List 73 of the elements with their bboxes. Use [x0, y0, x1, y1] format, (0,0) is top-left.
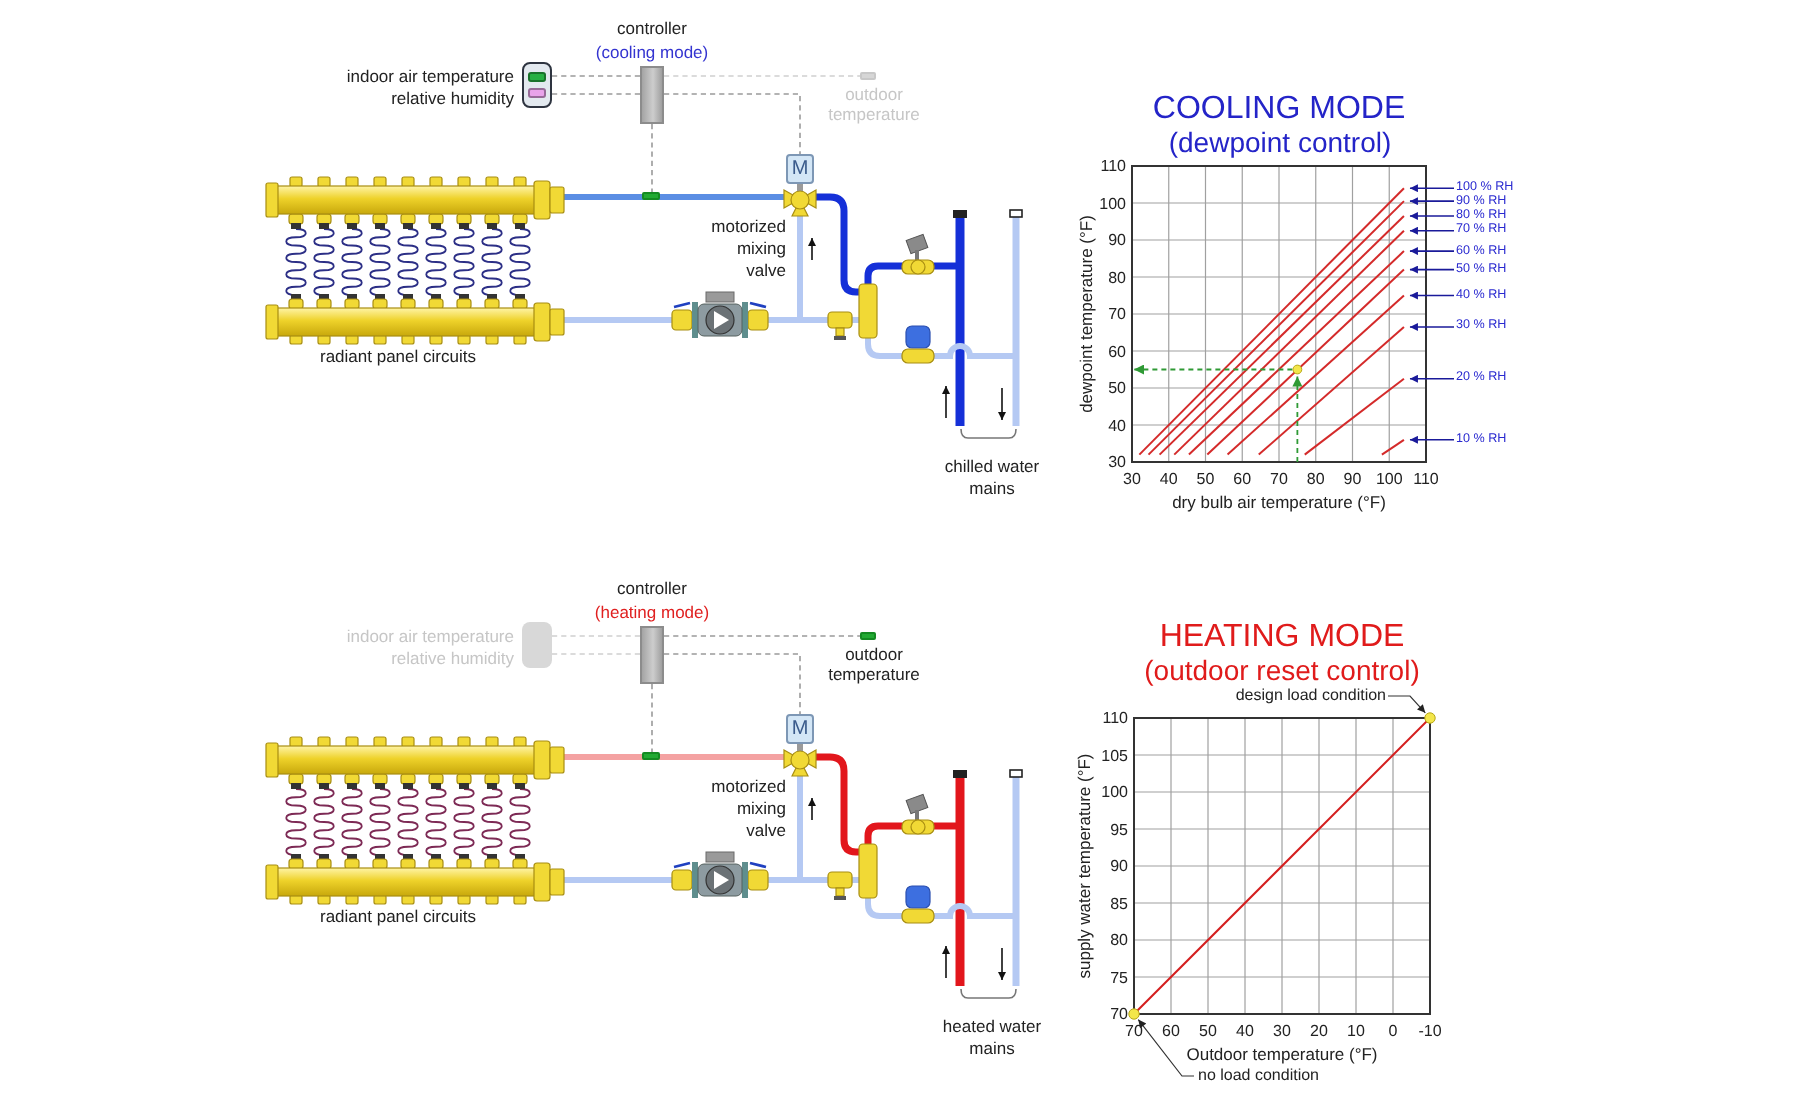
axis-title: dewpoint temperature (°F)	[1076, 215, 1096, 413]
tick-label: 75	[1110, 968, 1128, 986]
mode-label: (cooling mode)	[595, 41, 709, 63]
sensor-label: outdoor temperature	[826, 643, 922, 685]
chart-title: HEATING MODE	[1159, 620, 1405, 656]
tick-label: 100	[1375, 470, 1403, 488]
tick-label: 30	[1123, 470, 1141, 488]
chart-title: COOLING MODE	[1152, 92, 1406, 128]
tick-label: 0	[1388, 1022, 1398, 1040]
chart-subtitle: (dewpoint control)	[1168, 126, 1392, 158]
tick-label: 20	[1310, 1022, 1328, 1040]
mode-label: (heating mode)	[594, 601, 710, 623]
tick-label: 40	[1236, 1022, 1254, 1040]
tick-label: 30	[1273, 1022, 1291, 1040]
signal-wire	[663, 93, 801, 155]
signal-wire	[651, 683, 653, 753]
tick-label: 70	[1270, 470, 1288, 488]
tick-label: 50	[1196, 470, 1215, 488]
caption-label: chilled water mains	[942, 456, 1042, 500]
signal-wire	[551, 75, 641, 77]
component-label: controller	[617, 18, 687, 40]
tick-label: 110	[1102, 709, 1128, 727]
tick-label: 90	[1110, 857, 1128, 875]
tick-label: 95	[1110, 820, 1128, 838]
sensor-label: relative humidity	[391, 647, 514, 669]
sensor-panel	[522, 622, 552, 668]
signal-wire	[663, 75, 861, 77]
tick-label: 100	[1099, 194, 1126, 212]
signal-wire	[551, 653, 641, 655]
tick-label: 105	[1101, 746, 1128, 764]
tick-label: 10	[1347, 1022, 1365, 1040]
tick-label: 110	[1413, 470, 1439, 488]
tick-label: 110	[1100, 157, 1126, 175]
signal-wire	[663, 653, 801, 715]
tick-label: 70	[1110, 1005, 1128, 1023]
signal-wire	[651, 123, 653, 193]
tick-label: 70	[1125, 1022, 1143, 1040]
signal-wire	[663, 635, 861, 637]
annotation-text: no load condition	[1198, 1066, 1319, 1086]
tick-label: 100	[1101, 783, 1128, 801]
axis-title: supply water temperature (°F)	[1074, 753, 1094, 979]
tick-label: 60	[1233, 470, 1252, 488]
actuator-label: M	[791, 158, 809, 180]
tick-label: 70	[1108, 305, 1126, 323]
axis-title: dry bulb air temperature (°F)	[1172, 492, 1386, 512]
sensor-icon	[860, 632, 876, 640]
tick-label: 80	[1108, 268, 1126, 286]
signal-wire	[551, 635, 641, 637]
sensor-label: outdoor temperature	[826, 83, 922, 125]
tick-label: 40	[1159, 470, 1178, 488]
tick-label: 30	[1108, 453, 1126, 471]
tick-label: 80	[1306, 470, 1325, 488]
sensor-label: indoor air temperature	[346, 625, 514, 647]
tick-label: 90	[1108, 231, 1126, 249]
tick-label: 60	[1162, 1022, 1180, 1040]
component-label: controller	[617, 578, 687, 600]
axis-title: Outdoor temperature (°F)	[1186, 1044, 1378, 1064]
caption-label: heated water mains	[940, 1016, 1044, 1060]
tick-label: 40	[1108, 416, 1126, 434]
actuator-box	[786, 154, 814, 184]
tick-label: 50	[1199, 1022, 1217, 1040]
signal-wire	[551, 93, 641, 95]
sensor-icon	[860, 72, 876, 80]
tick-label: 80	[1110, 931, 1128, 949]
actuator-label: M	[791, 718, 809, 740]
annotation-text: design load condition	[1235, 686, 1386, 706]
chart-subtitle: (outdoor reset control)	[1144, 654, 1420, 686]
tick-label: 60	[1108, 342, 1126, 360]
tick-label: -10	[1418, 1022, 1442, 1040]
tick-label: 50	[1108, 379, 1126, 397]
actuator-box	[786, 714, 814, 744]
tick-label: 90	[1343, 470, 1362, 488]
tick-label: 85	[1110, 894, 1128, 912]
